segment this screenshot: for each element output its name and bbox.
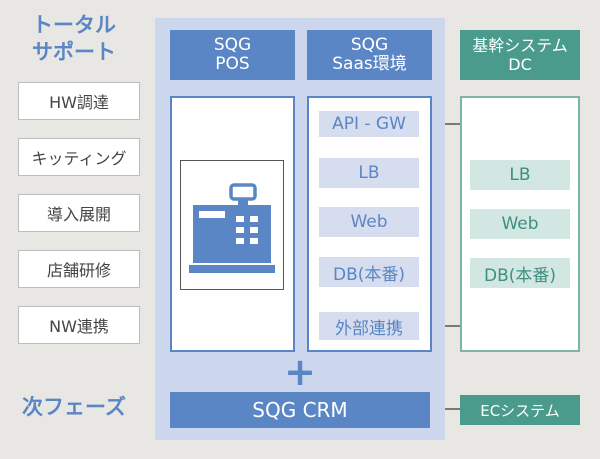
side-item-hw: HW調達 xyxy=(18,82,140,120)
side-item-store-training: 店舗研修 xyxy=(18,250,140,288)
saas-box-lb: LB xyxy=(319,158,419,188)
total-support-title-line2: サポート xyxy=(32,40,116,64)
side-item-deployment: 導入展開 xyxy=(18,194,140,232)
saas-box-db: DB(本番) xyxy=(319,257,419,287)
ec-system-box: ECシステム xyxy=(460,395,580,425)
total-support-title: トータル サポート xyxy=(32,12,142,66)
saas-box-external: 外部連携 xyxy=(319,312,419,340)
dc-header: 基幹システム DC xyxy=(460,30,580,80)
plus-symbol: + xyxy=(284,350,316,394)
saas-header-line1: SQG xyxy=(350,35,389,55)
dc-box-web: Web xyxy=(470,209,570,239)
saas-header-line2: Saas環境 xyxy=(332,54,407,74)
saas-header: SQG Saas環境 xyxy=(307,30,432,80)
saas-box-web: Web xyxy=(319,207,419,237)
side-item-kitting: キッティング xyxy=(18,138,140,176)
side-item-nw: NW連携 xyxy=(18,306,140,344)
dc-header-line2: DC xyxy=(508,55,532,74)
pos-header-line1: SQG xyxy=(213,35,252,55)
sqg-crm-bar: SQG CRM xyxy=(170,392,430,428)
dc-header-line1: 基幹システム xyxy=(472,36,568,55)
pos-header: SQG POS xyxy=(170,30,295,80)
dc-box-db: DB(本番) xyxy=(470,258,570,288)
total-support-title-line1: トータル xyxy=(32,13,116,37)
saas-box-api-gw: API - GW xyxy=(319,111,419,137)
dc-box-lb: LB xyxy=(470,160,570,190)
pos-header-line2: POS xyxy=(215,54,250,74)
next-phase-label: 次フェーズ xyxy=(22,395,126,419)
cash-register-icon xyxy=(180,160,284,290)
